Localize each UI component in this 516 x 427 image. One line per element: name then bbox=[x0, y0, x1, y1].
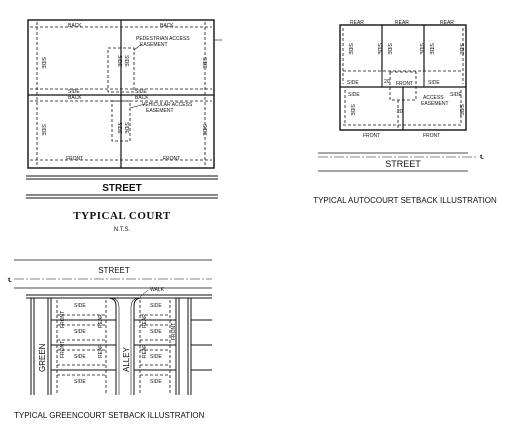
alley-edge bbox=[130, 297, 139, 395]
autocourt-dim-label: 20' bbox=[384, 79, 391, 85]
court-title: TYPICAL COURT bbox=[73, 210, 171, 222]
court-side-label: SIDE bbox=[135, 89, 147, 95]
greencourt-caption: TYPICAL GREENCOURT SETBACK ILLUSTRATION bbox=[14, 411, 205, 420]
autocourt-front-label: FRONT bbox=[423, 133, 440, 139]
autocourt-side-label: SIDE bbox=[428, 43, 434, 55]
access-easement-label: EASEMENT bbox=[421, 101, 449, 107]
leader-line bbox=[129, 103, 146, 109]
autocourt-street-label: STREET bbox=[385, 159, 421, 169]
court-back-label: BACK bbox=[160, 23, 174, 29]
court-side-label: SIDE bbox=[123, 122, 129, 134]
autocourt-rear-label: REAR bbox=[350, 20, 364, 26]
vehicular-easement-label: VEHICULAR ACCESS bbox=[142, 102, 193, 108]
court-back-label: BACK bbox=[135, 95, 149, 101]
court-side-label: SIDE bbox=[123, 55, 129, 67]
autocourt-side-label: SIDE bbox=[376, 43, 382, 55]
access-easement-outline bbox=[389, 71, 417, 101]
greencourt-side-label: SIDE bbox=[150, 354, 162, 360]
greencourt-front-label: FRONT bbox=[171, 323, 177, 340]
autocourt-front-label: FRONT bbox=[363, 133, 380, 139]
alley-edge bbox=[133, 297, 143, 395]
walk-label: WALK bbox=[150, 287, 165, 293]
greencourt-side-label: SIDE bbox=[74, 354, 86, 360]
greencourt-side-label: SIDE bbox=[74, 303, 86, 309]
autocourt-diagram: REAR REAR REAR SIDE SIDE SIDE SIDE SIDE … bbox=[313, 20, 497, 205]
autocourt-front-label: FRONT bbox=[396, 81, 413, 87]
centerline-symbol: ℄ bbox=[7, 278, 12, 284]
greencourt-diagram: STREET ℄ WALK GREEN ALLEY bbox=[7, 259, 212, 420]
access-easement-label: ACCESS bbox=[423, 95, 444, 101]
vehicular-easement-outline bbox=[111, 100, 131, 142]
autocourt-side-label: SIDE bbox=[348, 92, 360, 98]
autocourt-side-label: SIDE bbox=[418, 43, 424, 55]
pedestrian-easement-label: PEDESTRIAN ACCESS bbox=[136, 36, 190, 42]
greencourt-front-label: FRONT bbox=[60, 311, 66, 328]
court-front-label: FRONT bbox=[163, 156, 180, 162]
vehicular-easement-label: EASEMENT bbox=[146, 108, 174, 114]
greencourt-rear-label: REAR bbox=[98, 314, 104, 328]
green-label: GREEN bbox=[38, 343, 47, 372]
greencourt-side-label: SIDE bbox=[74, 329, 86, 335]
greencourt-side-label: SIDE bbox=[150, 303, 162, 309]
alley-label: ALLEY bbox=[122, 346, 131, 372]
greencourt-rear-label: REAR bbox=[142, 314, 148, 328]
autocourt-side-label: SIDE bbox=[450, 92, 462, 98]
court-side-label: SIDE bbox=[201, 57, 207, 69]
court-side-label: SIDE bbox=[40, 57, 46, 69]
typical-court-diagram: BACK BACK BACK BACK SIDE SIDE FRONT FRON… bbox=[26, 19, 222, 233]
autocourt-side-label: SIDE bbox=[347, 43, 353, 55]
leader-line bbox=[139, 289, 149, 298]
autocourt-rear-label: REAR bbox=[395, 20, 409, 26]
pedestrian-easement-label: EASEMENT bbox=[140, 42, 168, 48]
court-side-label: SIDE bbox=[40, 124, 46, 136]
greencourt-front-label: FRONT bbox=[60, 341, 66, 358]
court-back-label: BACK bbox=[68, 95, 82, 101]
autocourt-side-label: SIDE bbox=[428, 80, 440, 86]
greencourt-side-label: SIDE bbox=[150, 329, 162, 335]
autocourt-side-label: SIDE bbox=[349, 104, 355, 116]
pedestrian-easement-outline bbox=[107, 47, 135, 93]
leader-line bbox=[133, 43, 143, 51]
autocourt-side-label: SIDE bbox=[458, 104, 464, 116]
autocourt-rear-label: REAR bbox=[440, 20, 454, 26]
autocourt-side-label: SIDE bbox=[347, 80, 359, 86]
alley-edge bbox=[107, 297, 117, 395]
court-side-label: SIDE bbox=[116, 55, 122, 67]
court-street-label: STREET bbox=[102, 183, 141, 194]
court-side-label: SIDE bbox=[201, 124, 207, 136]
greencourt-rear-label: REAR bbox=[142, 344, 148, 358]
alley-edge bbox=[111, 297, 120, 395]
court-back-label: BACK bbox=[68, 23, 82, 29]
greencourt-side-label: SIDE bbox=[150, 379, 162, 385]
autocourt-side-label: SIDE bbox=[458, 43, 464, 55]
court-front-label: FRONT bbox=[66, 156, 83, 162]
court-side-label: SIDE bbox=[68, 89, 80, 95]
autocourt-dim-label: 20' bbox=[397, 109, 404, 115]
court-scale: N.T.S. bbox=[114, 227, 131, 233]
autocourt-side-label: SIDE bbox=[386, 43, 392, 55]
autocourt-caption: TYPICAL AUTOCOURT SETBACK ILLUSTRATION bbox=[313, 196, 497, 205]
centerline-symbol: ℄ bbox=[479, 155, 484, 161]
greencourt-street-label: STREET bbox=[98, 266, 130, 275]
greencourt-side-label: SIDE bbox=[74, 379, 86, 385]
court-side-label: SIDE bbox=[116, 122, 122, 134]
greencourt-rear-label: REAR bbox=[98, 344, 104, 358]
